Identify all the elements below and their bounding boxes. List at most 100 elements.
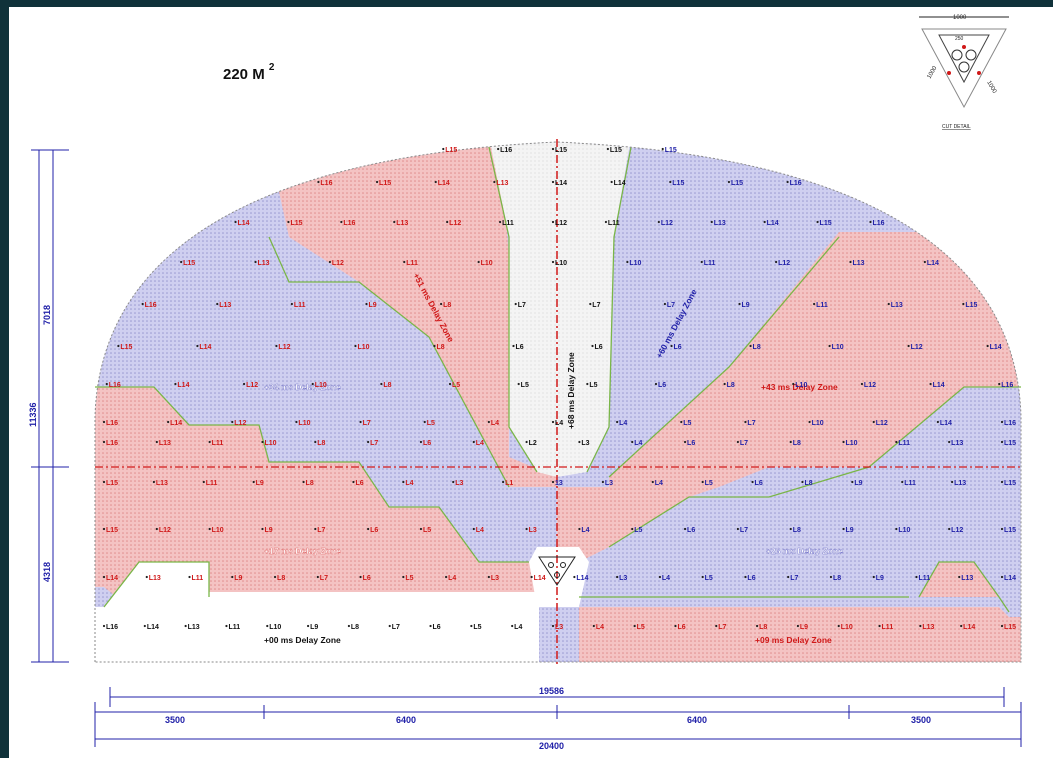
hole-delay-label: L13 xyxy=(188,624,200,631)
blast-hole xyxy=(266,624,269,628)
hole-delay-label: L14 xyxy=(534,575,546,582)
blast-hole xyxy=(551,260,555,264)
blast-hole xyxy=(869,220,872,224)
hole-delay-label: L15 xyxy=(665,147,677,154)
hole-delay-label: L8 xyxy=(793,440,801,447)
hole-delay-label: L16 xyxy=(872,220,884,227)
hole-delay-label: L13 xyxy=(156,480,168,487)
blast-hole xyxy=(551,480,555,484)
blast-hole xyxy=(380,382,383,386)
blast-hole xyxy=(359,575,362,579)
hole-delay-label: L12 xyxy=(278,344,290,351)
blast-hole xyxy=(167,420,170,424)
blast-hole xyxy=(347,624,351,628)
hole-delay-label: L13 xyxy=(258,260,270,267)
hole-delay-label: L5 xyxy=(589,382,597,389)
blast-hole xyxy=(498,220,502,224)
blast-hole xyxy=(551,420,555,424)
hole-delay-label: L6 xyxy=(370,527,378,534)
blast-hole xyxy=(601,480,604,484)
blast-hole xyxy=(727,180,731,184)
blast-hole xyxy=(851,480,854,484)
hole-delay-label: L7 xyxy=(740,527,748,534)
blast-hole xyxy=(901,480,904,484)
blast-hole xyxy=(986,344,989,348)
hole-delay-label: L10 xyxy=(481,260,493,267)
hole-delay-label: L14 xyxy=(963,624,975,631)
blast-hole xyxy=(525,527,528,531)
blast-hole xyxy=(633,624,636,628)
hole-delay-label: L7 xyxy=(718,624,726,631)
hole-delay-label: L6 xyxy=(423,440,431,447)
hole-delay-label: L11 xyxy=(898,440,910,447)
zone-label-17: +17 ms Delay Zone xyxy=(264,546,341,556)
cut-detail-inset: 1000 250 1000 1000 CUT DETAIL xyxy=(919,15,1009,130)
zone-09ms-area xyxy=(579,607,1021,662)
hole-delay-label: L7 xyxy=(747,420,755,427)
hole-delay-label: L12 xyxy=(332,260,344,267)
blast-hole xyxy=(962,302,965,306)
hole-delay-label: L11 xyxy=(704,260,716,267)
dim-7018: 7018 xyxy=(42,305,52,325)
blast-hole xyxy=(393,220,396,224)
blast-hole xyxy=(616,575,619,579)
blast-hole xyxy=(487,420,490,424)
blast-hole xyxy=(948,440,951,444)
blast-hole xyxy=(208,440,211,444)
hole-delay-label: L12 xyxy=(778,260,790,267)
hole-delay-label: L11 xyxy=(192,575,204,582)
zone-68ms-area xyxy=(489,142,631,477)
blast-hole xyxy=(951,480,954,484)
blast-hole xyxy=(452,480,455,484)
blast-hole xyxy=(715,624,718,628)
hole-delay-label: L15 xyxy=(672,180,684,187)
blast-hole xyxy=(254,260,257,264)
blast-hole xyxy=(216,302,219,306)
hole-delay-label: L13 xyxy=(922,624,934,631)
hole-delay-label: L14 xyxy=(927,260,939,267)
hole-delay-label: L12 xyxy=(234,420,246,427)
zone-43ms-area xyxy=(609,232,1021,487)
hole-delay-label: L4 xyxy=(596,624,604,631)
blast-hole xyxy=(755,624,759,628)
hole-delay-label: L10 xyxy=(832,344,844,351)
blast-hole xyxy=(936,420,939,424)
blast-pattern-drawing: +00 ms Delay Zone +09 ms Delay Zone +17 … xyxy=(28,15,1022,751)
zone-60ms-area xyxy=(557,142,1021,477)
blast-hole xyxy=(231,575,234,579)
blast-hole xyxy=(306,624,310,628)
blast-hole xyxy=(816,220,819,224)
blast-hole xyxy=(907,344,910,348)
hole-delay-label: L14 xyxy=(199,344,211,351)
blast-hole xyxy=(919,624,922,628)
cut-detail-dim-right: 1000 xyxy=(985,80,997,95)
hole-delay-label: L15 xyxy=(445,147,457,154)
blast-hole xyxy=(606,147,609,151)
hole-delay-label: L16 xyxy=(320,180,332,187)
border-line xyxy=(918,561,1010,613)
border-line xyxy=(95,386,529,563)
blast-hole xyxy=(354,344,357,348)
blast-hole xyxy=(744,575,747,579)
blast-hole xyxy=(578,440,581,444)
blast-hole xyxy=(651,480,654,484)
blast-hole xyxy=(419,527,423,531)
blast-hole xyxy=(915,575,918,579)
cut-hole xyxy=(548,562,554,568)
blast-hole xyxy=(674,624,677,628)
blast-hole xyxy=(512,344,515,348)
zone-51ms-area xyxy=(269,142,557,487)
hole-delay-label: L14 xyxy=(614,180,626,187)
cut-hole xyxy=(554,572,560,578)
hole-delay-label: L1 xyxy=(505,480,513,487)
blast-hole xyxy=(196,344,199,348)
blast-hole xyxy=(402,480,405,484)
blast-hole xyxy=(701,480,704,484)
blast-hole xyxy=(316,575,319,579)
hole-delay-label: L5 xyxy=(683,420,691,427)
hole-delay-label: L6 xyxy=(674,344,682,351)
hole-delay-label: L5 xyxy=(473,624,481,631)
cut-detail-hole xyxy=(965,49,977,61)
cut-detail-inner xyxy=(938,34,990,84)
blast-hole xyxy=(155,440,158,444)
